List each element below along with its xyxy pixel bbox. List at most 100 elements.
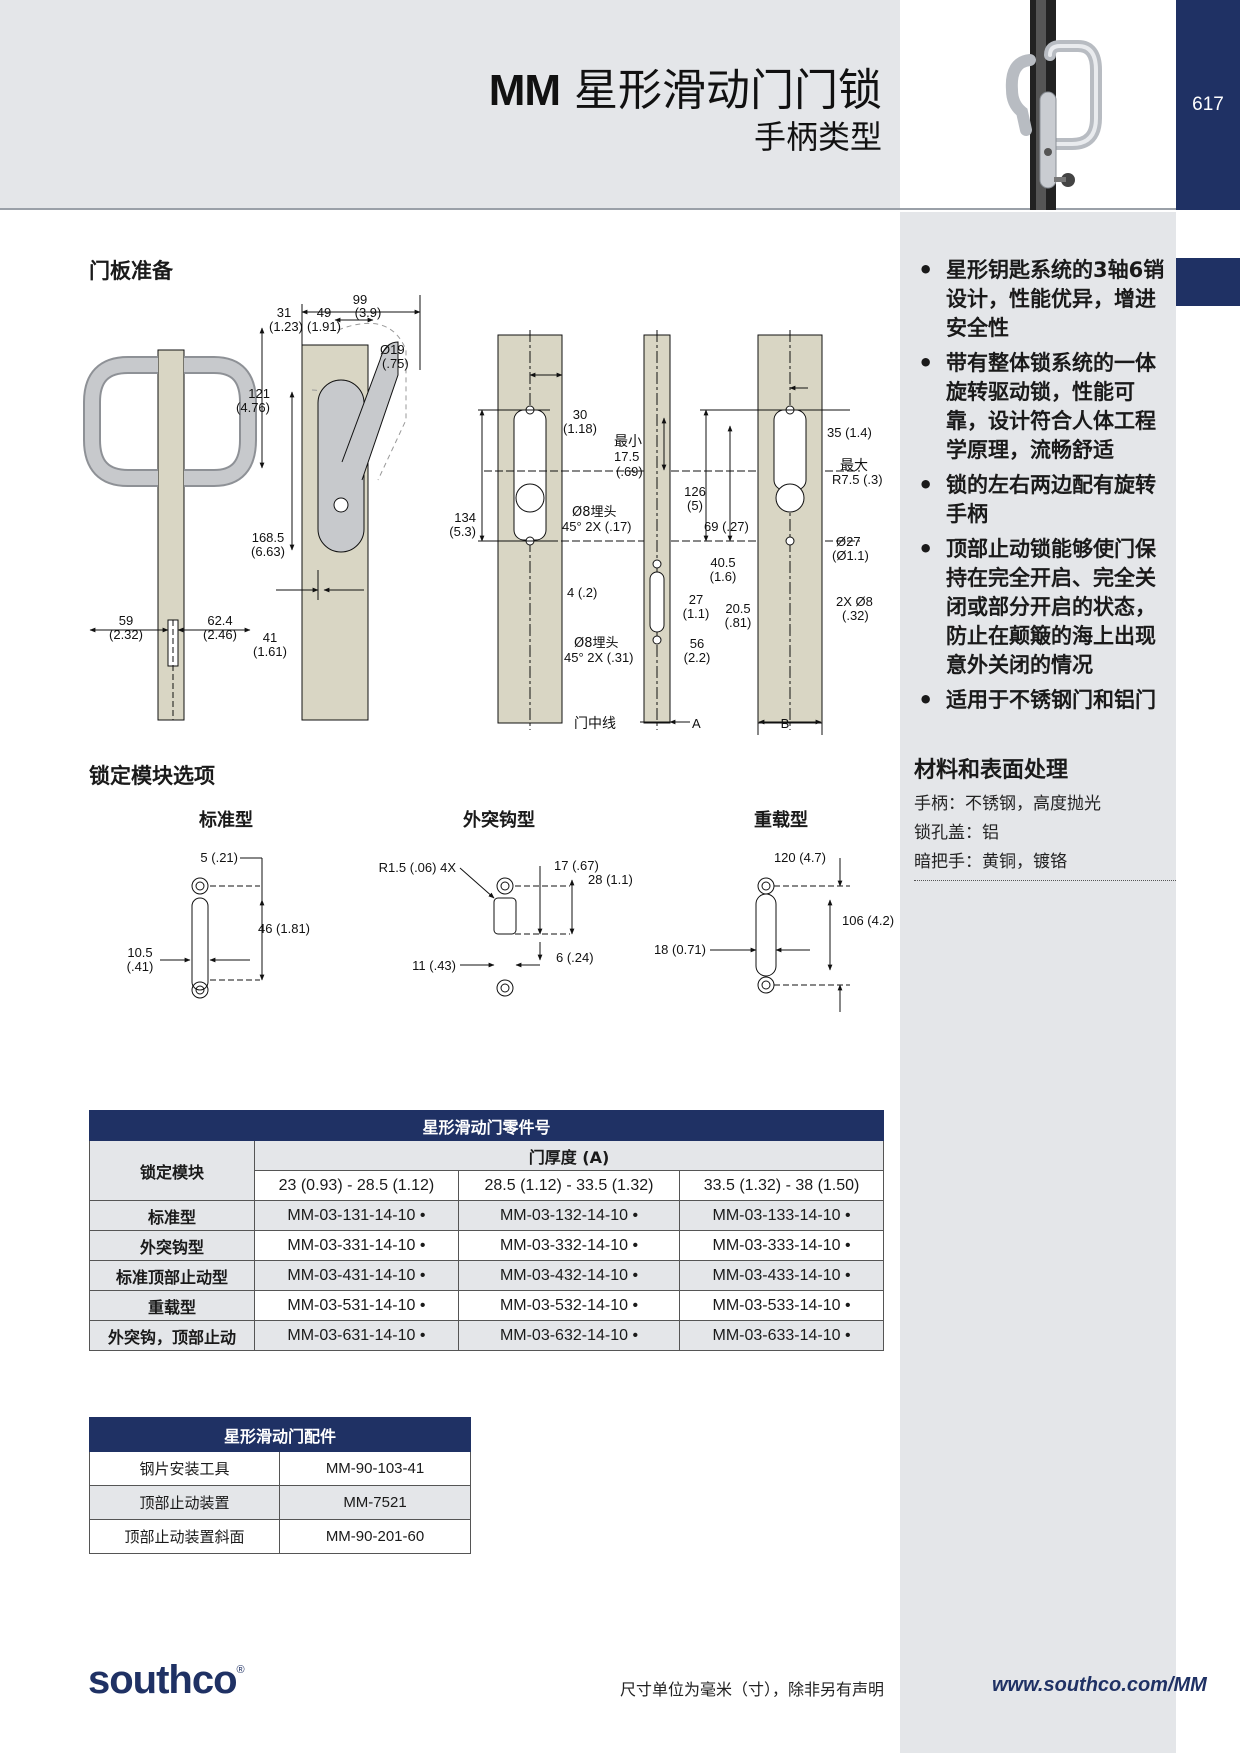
dim-label: 27 xyxy=(689,592,703,607)
dim-label: 17 (.67) xyxy=(554,858,599,873)
dim-label: 69 (.27) xyxy=(704,519,749,534)
row-label: 外突钩型 xyxy=(89,1230,255,1261)
dim-label: (4.76) xyxy=(236,400,270,415)
dim-label: Ø19 xyxy=(380,342,405,357)
dim-label: (.32) xyxy=(842,608,869,623)
dim-label: 35 (1.4) xyxy=(827,425,872,440)
dim-label: B xyxy=(781,716,790,731)
dim-label: 31 xyxy=(277,305,291,320)
table-row: 钢片安装工具 MM-90-103-41 xyxy=(89,1451,471,1486)
dim-label: 121 xyxy=(248,386,270,401)
dim-label: 45° 2X (.31) xyxy=(564,650,634,665)
part-number: MM-03-632-14-10 • xyxy=(457,1320,681,1351)
part-number: MM-03-133-14-10 • xyxy=(679,1200,884,1231)
part-number: MM-03-433-14-10 • xyxy=(679,1260,884,1291)
part-number: MM-03-531-14-10 • xyxy=(254,1290,459,1321)
dim-label: (.75) xyxy=(382,356,409,371)
part-number: MM-03-532-14-10 • xyxy=(457,1290,681,1321)
dim-label: (1.23) xyxy=(269,319,303,334)
dim-label: 168.5 xyxy=(252,530,285,545)
accessory-code: MM-90-103-41 xyxy=(279,1451,471,1486)
row-label: 标准型 xyxy=(89,1200,255,1231)
dim-label: (.41) xyxy=(127,959,154,974)
part-number: MM-03-431-14-10 • xyxy=(254,1260,459,1291)
dim-label: 120 (4.7) xyxy=(774,850,826,865)
part-number: MM-03-332-14-10 • xyxy=(457,1230,681,1261)
page-title: MM 星形滑动门门锁 xyxy=(489,54,882,118)
column-group-header: 门厚度 (A) xyxy=(254,1140,884,1171)
feature-item: 顶部止动锁能够使门保持在完全开启、完全关闭或部分开启的状态，防止在颠簸的海上出现… xyxy=(914,535,1176,680)
title-text: 星形滑动门门锁 xyxy=(574,65,882,116)
dim-label: 6 (.24) xyxy=(556,950,594,965)
dim-label: 126 xyxy=(684,484,706,499)
feature-list: 星形钥匙系统的3轴6销设计，性能优异，增进安全性 带有整体锁系统的一体旋转驱动锁… xyxy=(914,256,1176,721)
divider xyxy=(914,880,1176,881)
page-number: 617 xyxy=(1192,94,1224,115)
table-row: 顶部止动装置斜面 MM-90-201-60 xyxy=(89,1519,471,1554)
page-tab xyxy=(1176,0,1240,210)
dim-label: (1.1) xyxy=(683,606,710,621)
dim-label: 56 xyxy=(690,636,704,651)
dim-label: (.81) xyxy=(725,615,752,630)
website-link[interactable]: www.southco.com/MM xyxy=(992,1674,1207,1696)
dim-label: (6.63) xyxy=(251,544,285,559)
dim-label: 59 xyxy=(119,613,133,628)
dim-label: 4 (.2) xyxy=(567,585,597,600)
dim-label: (.69) xyxy=(616,464,643,479)
dim-label: 99 xyxy=(353,292,367,307)
dim-label: 最小 xyxy=(614,434,642,450)
dim-label: (Ø1.1) xyxy=(832,548,869,563)
row-label: 外突钩，顶部止动 xyxy=(89,1320,255,1351)
dim-label: (1.61) xyxy=(253,644,287,659)
southco-logo: southco® xyxy=(88,1658,245,1703)
row-header-label: 锁定模块 xyxy=(89,1140,255,1201)
section-heading-lock-options: 锁定模块选项 xyxy=(89,764,215,788)
dim-label: 134 xyxy=(454,510,476,525)
dim-label: 30 xyxy=(573,407,587,422)
accessory-table: 星形滑动门配件 钢片安装工具 MM-90-103-41 顶部止动装置 MM-75… xyxy=(89,1417,471,1554)
dim-label: 10.5 xyxy=(127,945,152,960)
dim-label: 门中线 xyxy=(574,716,616,732)
dim-label: Ø8埋头 xyxy=(574,636,619,651)
feature-item: 锁的左右两边配有旋转手柄 xyxy=(914,471,1176,529)
table-row: 外突钩，顶部止动 MM-03-631-14-10 • MM-03-632-14-… xyxy=(89,1320,884,1351)
accessory-name: 顶部止动装置 xyxy=(89,1485,280,1520)
parts-number-table: 星形滑动门零件号 锁定模块 门厚度 (A) 23 (0.93) - 28.5 (… xyxy=(89,1110,884,1351)
sliding-door-handle-image xyxy=(1005,0,1102,210)
title-brand: MM xyxy=(488,66,561,115)
sidebar-tab-marker xyxy=(1176,258,1240,306)
option-label-heavy: 重载型 xyxy=(754,810,808,831)
table-row: 顶部止动装置 MM-7521 xyxy=(89,1485,471,1520)
dim-label: 17.5 xyxy=(614,449,639,464)
dim-label: Ø27 xyxy=(836,534,861,549)
dim-label: (5.3) xyxy=(449,524,476,539)
part-number: MM-03-633-14-10 • xyxy=(679,1320,884,1351)
part-number: MM-03-631-14-10 • xyxy=(254,1320,459,1351)
dim-label: 20.5 xyxy=(725,601,750,616)
dim-label: (2.32) xyxy=(109,627,143,642)
accessory-name: 钢片安装工具 xyxy=(89,1451,280,1486)
material-item: 锁孔盖：铝 xyxy=(914,823,999,843)
dim-label: 45° 2X (.17) xyxy=(562,519,632,534)
table-row: 外突钩型 MM-03-331-14-10 • MM-03-332-14-10 •… xyxy=(89,1230,884,1261)
product-photo xyxy=(900,0,1176,210)
registered-mark: ® xyxy=(236,1664,245,1676)
dim-label: (1.18) xyxy=(563,421,597,436)
feature-item: 带有整体锁系统的一体旋转驱动锁，性能可靠，设计符合人体工程学原理，流畅舒适 xyxy=(914,349,1176,465)
table-row: 标准顶部止动型 MM-03-431-14-10 • MM-03-432-14-1… xyxy=(89,1260,884,1291)
column-header: 33.5 (1.32) - 38 (1.50) xyxy=(679,1170,884,1201)
table-title: 星形滑动门配件 xyxy=(89,1417,471,1452)
dim-label: 18 (0.71) xyxy=(654,942,706,957)
section-heading-panel-prep: 门板准备 xyxy=(89,259,173,283)
part-number: MM-03-333-14-10 • xyxy=(679,1230,884,1261)
units-note: 尺寸单位为毫米（寸），除非另有声明 xyxy=(620,1680,885,1699)
dim-label: (1.6) xyxy=(710,569,737,584)
dim-label: (1.91) xyxy=(307,319,341,334)
column-header: 28.5 (1.12) - 33.5 (1.32) xyxy=(457,1170,681,1201)
dim-label: (2.2) xyxy=(684,650,711,665)
dim-label: 106 (4.2) xyxy=(842,913,894,928)
materials-heading: 材料和表面处理 xyxy=(914,758,1069,783)
dim-label: R1.5 (.06) 4X xyxy=(379,860,457,875)
dim-label: R7.5 (.3) xyxy=(832,472,883,487)
row-label: 标准顶部止动型 xyxy=(89,1260,255,1291)
